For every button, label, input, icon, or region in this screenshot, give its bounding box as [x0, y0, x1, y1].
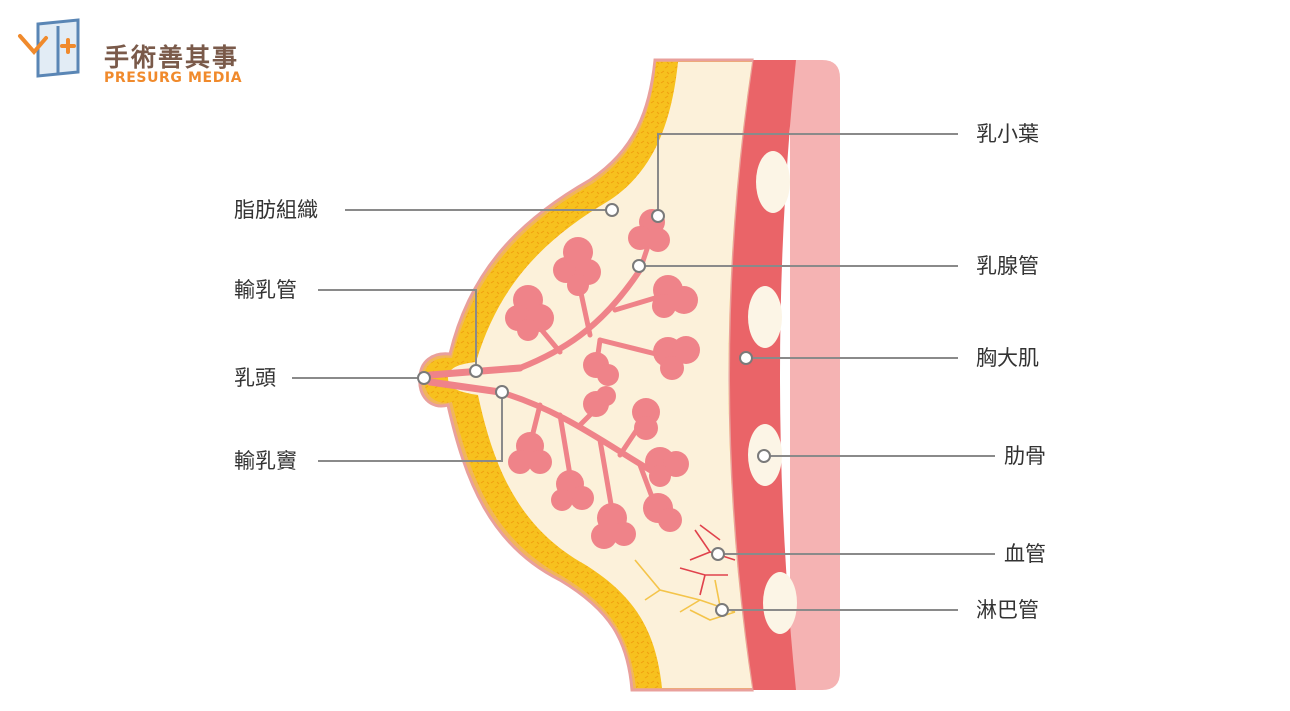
label-lobule: 乳小葉: [976, 122, 1039, 146]
lobule-cluster: [583, 386, 616, 417]
leader-dots: [417, 203, 771, 617]
label-sinus: 輸乳竇: [234, 449, 297, 473]
lobule-cluster: [591, 503, 636, 549]
logo-icon: [18, 18, 80, 78]
label-pectoral: 胸大肌: [976, 346, 1039, 370]
label-blood-vessel: 血管: [1004, 542, 1046, 566]
rib-4: [763, 572, 797, 634]
leader-lines: [292, 133, 995, 611]
label-duct: 乳腺管: [976, 254, 1039, 278]
lobule-cluster: [652, 275, 698, 318]
lobule-cluster: [553, 237, 601, 296]
label-rib: 肋骨: [1004, 444, 1046, 468]
lobule-cluster: [643, 493, 682, 532]
lobules: [505, 209, 700, 549]
rib-1: [756, 151, 790, 213]
logo-subtitle: PRESURG MEDIA: [104, 70, 243, 86]
lobule-cluster: [551, 470, 594, 511]
lobule-cluster: [645, 447, 689, 487]
lobule-cluster: [508, 432, 552, 474]
lobule-cluster: [628, 209, 670, 252]
pectoral-muscle: [728, 60, 796, 690]
chest-wall: [790, 60, 840, 690]
rib-2: [748, 286, 782, 348]
label-fat: 脂肪組織: [234, 198, 318, 222]
lobule-cluster: [583, 352, 619, 386]
label-lymph: 淋巴管: [976, 598, 1039, 622]
brand-logo: 手術善其事 PRESURG MEDIA: [16, 16, 256, 86]
lobule-cluster: [632, 398, 660, 440]
label-lactiferous-duct: 輸乳管: [234, 278, 297, 302]
label-nipple: 乳頭: [234, 366, 276, 390]
lobule-cluster: [505, 285, 554, 341]
logo-title: 手術善其事: [104, 43, 240, 72]
lobule-cluster: [653, 336, 700, 380]
blood-vessels: [679, 524, 736, 596]
